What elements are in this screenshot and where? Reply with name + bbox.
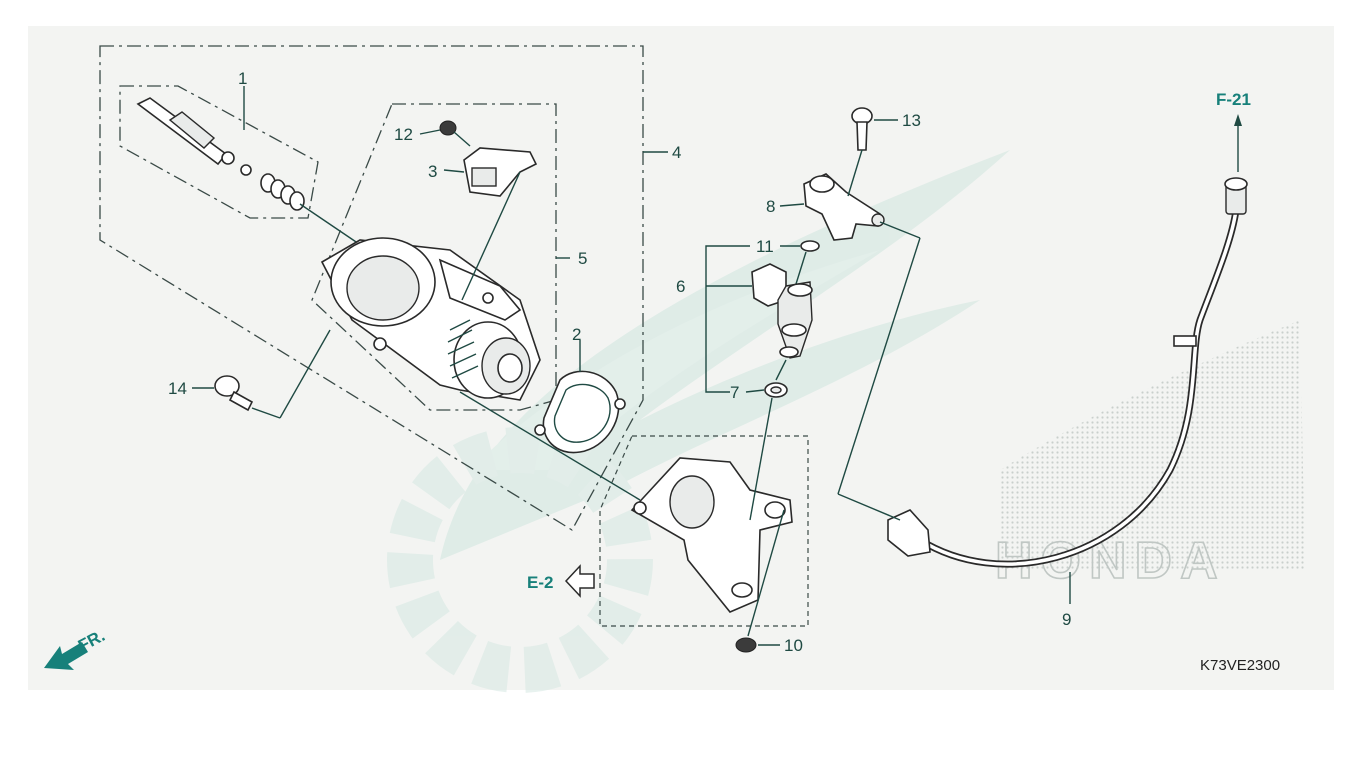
ref-label-f21: F-21 <box>1216 90 1251 109</box>
fr-direction-arrow <box>44 642 88 670</box>
callout-13: 13 <box>902 111 921 130</box>
group-boundary-1 <box>119 85 319 219</box>
part-seal-7 <box>749 382 788 521</box>
callout-3: 3 <box>428 162 437 181</box>
ref-arrow-f21 <box>1234 114 1242 172</box>
part-throttle-body <box>320 237 641 501</box>
callout-10: 10 <box>784 636 803 655</box>
callout-12: 12 <box>394 125 413 144</box>
callout-4: 4 <box>672 143 681 162</box>
manifold-boundary <box>599 435 809 627</box>
callout-9: 9 <box>1062 610 1071 629</box>
callout-14: 14 <box>168 379 187 398</box>
callout-11: 11 <box>756 237 774 256</box>
part-gasket-2 <box>534 370 626 454</box>
part-oring-11 <box>795 240 820 285</box>
callout-7: 7 <box>730 383 739 402</box>
part-injector-6 <box>751 263 813 381</box>
part-injector-cap-8 <box>803 173 921 495</box>
watermark-honda: HONDA <box>994 320 1305 591</box>
callout-1: 1 <box>238 69 247 88</box>
ref-arrow-e2 <box>564 564 595 598</box>
callout-6: 6 <box>676 277 685 296</box>
diagram-code: K73VE2300 <box>1200 657 1280 674</box>
part-intake-manifold <box>630 457 793 613</box>
part-throttle-shaft <box>136 97 366 249</box>
part-bracket-3 <box>461 147 538 301</box>
callout-8: 8 <box>766 197 775 216</box>
part-bolt-13 <box>847 107 873 197</box>
part-nut-10 <box>735 509 785 653</box>
part-fuel-hose-9 <box>837 177 1248 604</box>
assembly-boundary-4 <box>99 45 644 531</box>
group-boundary-5 <box>311 103 557 411</box>
bracket-6-7-11 <box>705 245 750 393</box>
callout-2: 2 <box>572 325 581 344</box>
callout-5: 5 <box>578 249 587 268</box>
part-bolt-14 <box>214 329 331 419</box>
ref-label-e2: E-2 <box>527 573 553 592</box>
part-screw-12 <box>439 120 471 147</box>
